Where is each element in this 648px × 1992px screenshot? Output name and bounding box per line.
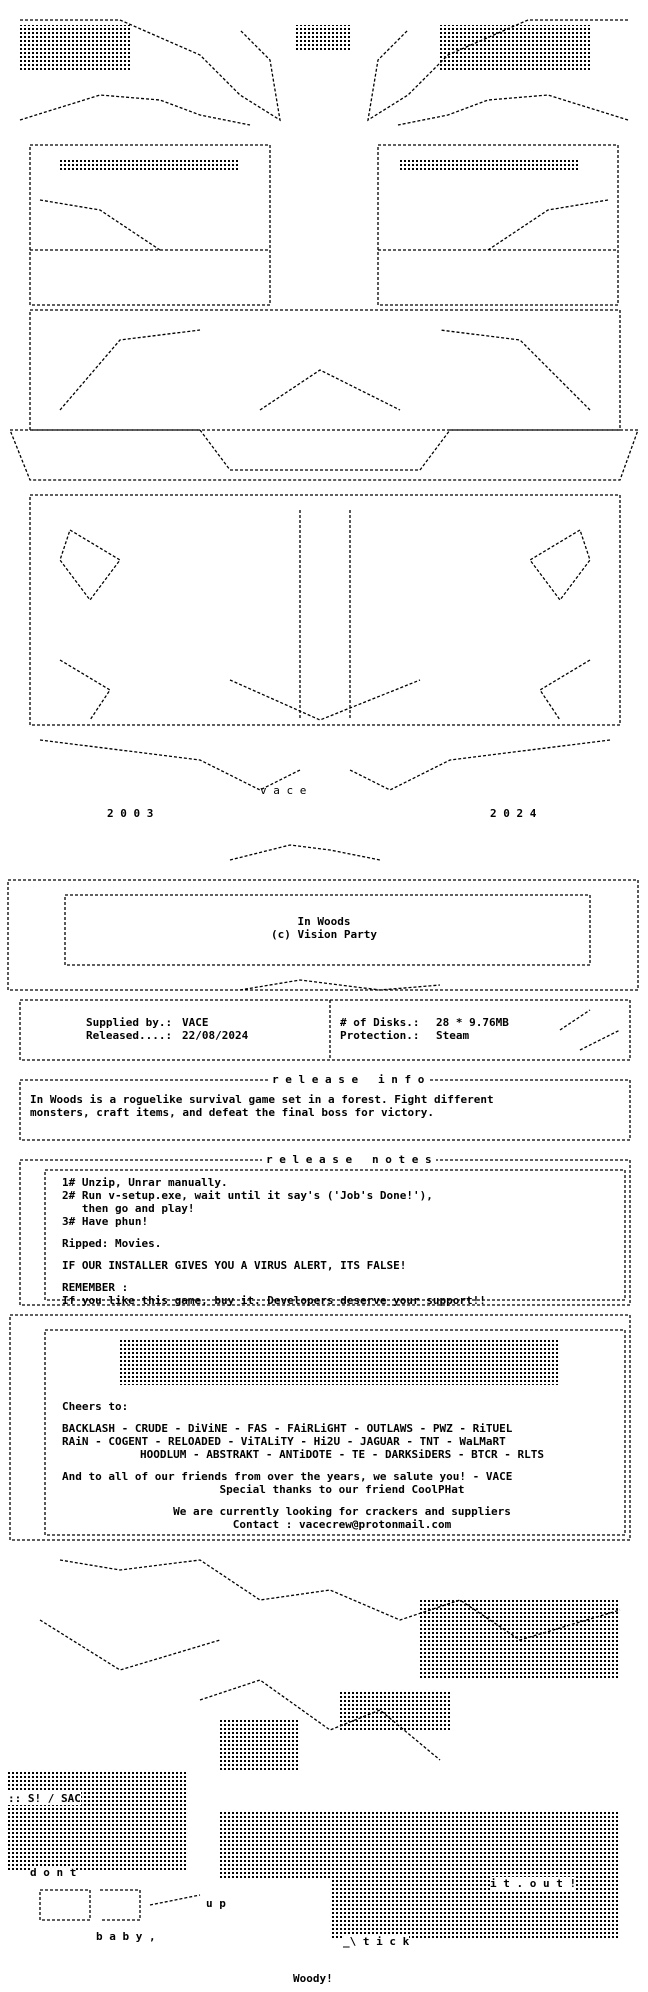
year-end: 2 0 2 4	[490, 807, 537, 820]
dots-greets-logo	[120, 1340, 560, 1385]
release-info-text-1: In Woods is a roguelike survival game se…	[30, 1093, 494, 1106]
footer-it-out: i t . o u t !	[490, 1877, 577, 1890]
year-start: 2 0 0 3	[107, 807, 154, 820]
contact-line: Contact : vacecrew@protonmail.com	[232, 1518, 452, 1531]
disks-value: 28 * 9.76MB	[436, 1016, 509, 1029]
footer-up: u p	[206, 1897, 226, 1910]
top-left-panel	[29, 144, 271, 306]
right-wing-outline	[367, 19, 629, 126]
dots-right-bar	[398, 160, 578, 172]
greets-inner	[44, 1329, 626, 1536]
step-3: 3# Have phun!	[62, 1215, 149, 1228]
release-subtitle: (c) Vision Party	[271, 928, 377, 941]
released-value: 22/08/2024	[182, 1029, 249, 1042]
release-info-text-2: monsters, craft items, and defeat the fi…	[30, 1106, 434, 1119]
virus-note: IF OUR INSTALLER GIVES YOU A VIRUS ALERT…	[62, 1259, 407, 1272]
release-title: In Woods	[297, 915, 351, 928]
salute-line: And to all of our friends from over the …	[62, 1470, 513, 1483]
disks-label: # of Disks.:	[340, 1016, 420, 1029]
left-wing-outline	[19, 19, 281, 126]
supplied-by-label: Supplied by.:	[86, 1016, 173, 1029]
dots-footer-1	[8, 1770, 188, 1870]
dots-top-left	[20, 25, 130, 70]
step-1: 1# Unzip, Unrar manually.	[62, 1176, 228, 1189]
released-label: Released....:	[86, 1029, 173, 1042]
supplied-by-value: VACE	[182, 1016, 209, 1029]
wing-plate	[9, 429, 639, 481]
body-frame	[29, 494, 621, 726]
cheers-label: Cheers to:	[62, 1400, 129, 1413]
dots-footer-3	[330, 1880, 620, 1940]
ripped-note: Ripped: Movies.	[62, 1237, 162, 1250]
recruiting-line: We are currently looking for crackers an…	[173, 1505, 511, 1518]
remember-label: REMEMBER :	[62, 1281, 129, 1294]
title-frame-inner	[64, 894, 591, 966]
dots-top-right	[440, 25, 590, 70]
footer-stick: _\ t i c k	[343, 1935, 410, 1948]
dots-top-center	[295, 25, 350, 50]
group-name: v a c e	[260, 784, 307, 797]
thanks-line: Special thanks to our friend CoolPHat	[219, 1483, 465, 1496]
dots-footer-2	[220, 1810, 620, 1880]
step-2-continued: then go and play!	[62, 1202, 195, 1215]
release-notes-inner	[44, 1169, 626, 1301]
title-frame-outer	[7, 879, 639, 991]
greets-frame	[9, 1314, 631, 1541]
middle-panel	[29, 309, 621, 431]
footer-signoff: Woody!	[293, 1972, 333, 1985]
greets-line-2: RAiN - COGENT - RELOADED - ViTALiTY - Hi…	[62, 1435, 506, 1448]
greets-line-1: BACKLASH - CRUDE - DiViNE - FAS - FAiRLi…	[62, 1422, 513, 1435]
support-note: If you like this game, buy it. Developer…	[62, 1294, 486, 1307]
top-right-panel	[377, 144, 619, 306]
greets-line-3: HOODLUM - ABSTRAKT - ANTiDOTE - TE - DAR…	[140, 1448, 544, 1461]
protection-label: Protection.:	[340, 1029, 420, 1042]
dots-lower-center	[340, 1690, 450, 1730]
footer-sac: :: S! / SAC	[8, 1792, 81, 1805]
dots-center-small	[220, 1720, 300, 1770]
supply-frame	[19, 999, 631, 1061]
footer-dont: d o n t	[30, 1866, 77, 1879]
protection-value: Steam	[436, 1029, 470, 1042]
release-notes-heading: r e l e a s e n o t e s	[262, 1153, 436, 1166]
footer-baby: b a b y ,	[96, 1930, 156, 1943]
step-2: 2# Run v-setup.exe, wait until it say's …	[62, 1189, 433, 1202]
dots-left-bar	[60, 160, 240, 172]
release-info-heading: r e l e a s e i n f o	[268, 1073, 429, 1086]
dots-lower-right	[420, 1600, 620, 1680]
